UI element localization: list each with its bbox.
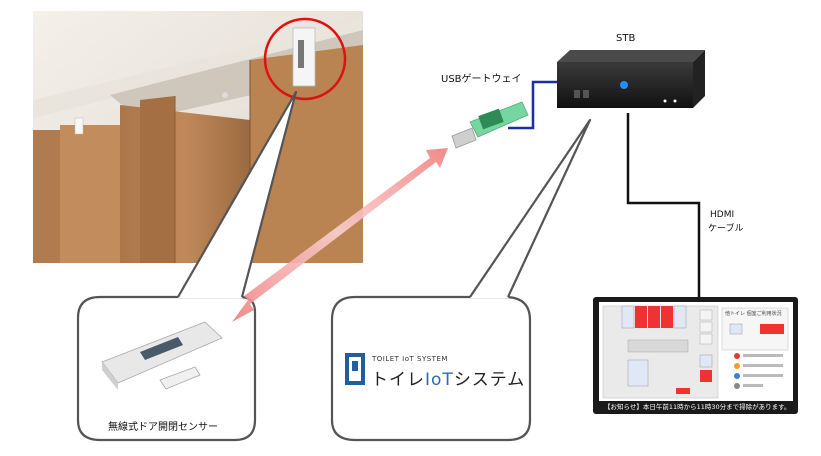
usb-cable (508, 80, 560, 130)
hdmi-cable (626, 113, 701, 300)
logo-prefix: トイレ (371, 370, 425, 390)
stb-device (557, 50, 705, 108)
toilet-iot-logo-icon (345, 353, 365, 385)
logo-tagline: TOILET IoT SYSTEM (372, 355, 448, 363)
cable-label: ケーブル (708, 224, 744, 234)
logo-suffix: システム (453, 370, 526, 390)
screen-panel-title: 他トイレ 個室ご利用状況 (725, 311, 782, 317)
door-sensor-device (101, 321, 223, 390)
hdmi-label: HDMI (710, 210, 735, 220)
logo-bubble (330, 118, 592, 442)
wireless-signal-arrow (232, 148, 448, 322)
usb-gateway-label: USBゲートウェイ (441, 74, 522, 85)
sensor-label: 無線式ドア開閉センサー (108, 422, 218, 433)
display-monitor (593, 297, 798, 414)
logo-wordmark: トイレIoTシステム (371, 365, 525, 390)
screen-notice: 【お知らせ】本日午前11時から11時30分まで掃除があります。 (604, 403, 791, 411)
usb-gateway-device (451, 101, 529, 149)
toilet-photo (33, 11, 363, 263)
logo-highlight: IoT (425, 370, 454, 390)
stb-label: STB (616, 33, 636, 44)
